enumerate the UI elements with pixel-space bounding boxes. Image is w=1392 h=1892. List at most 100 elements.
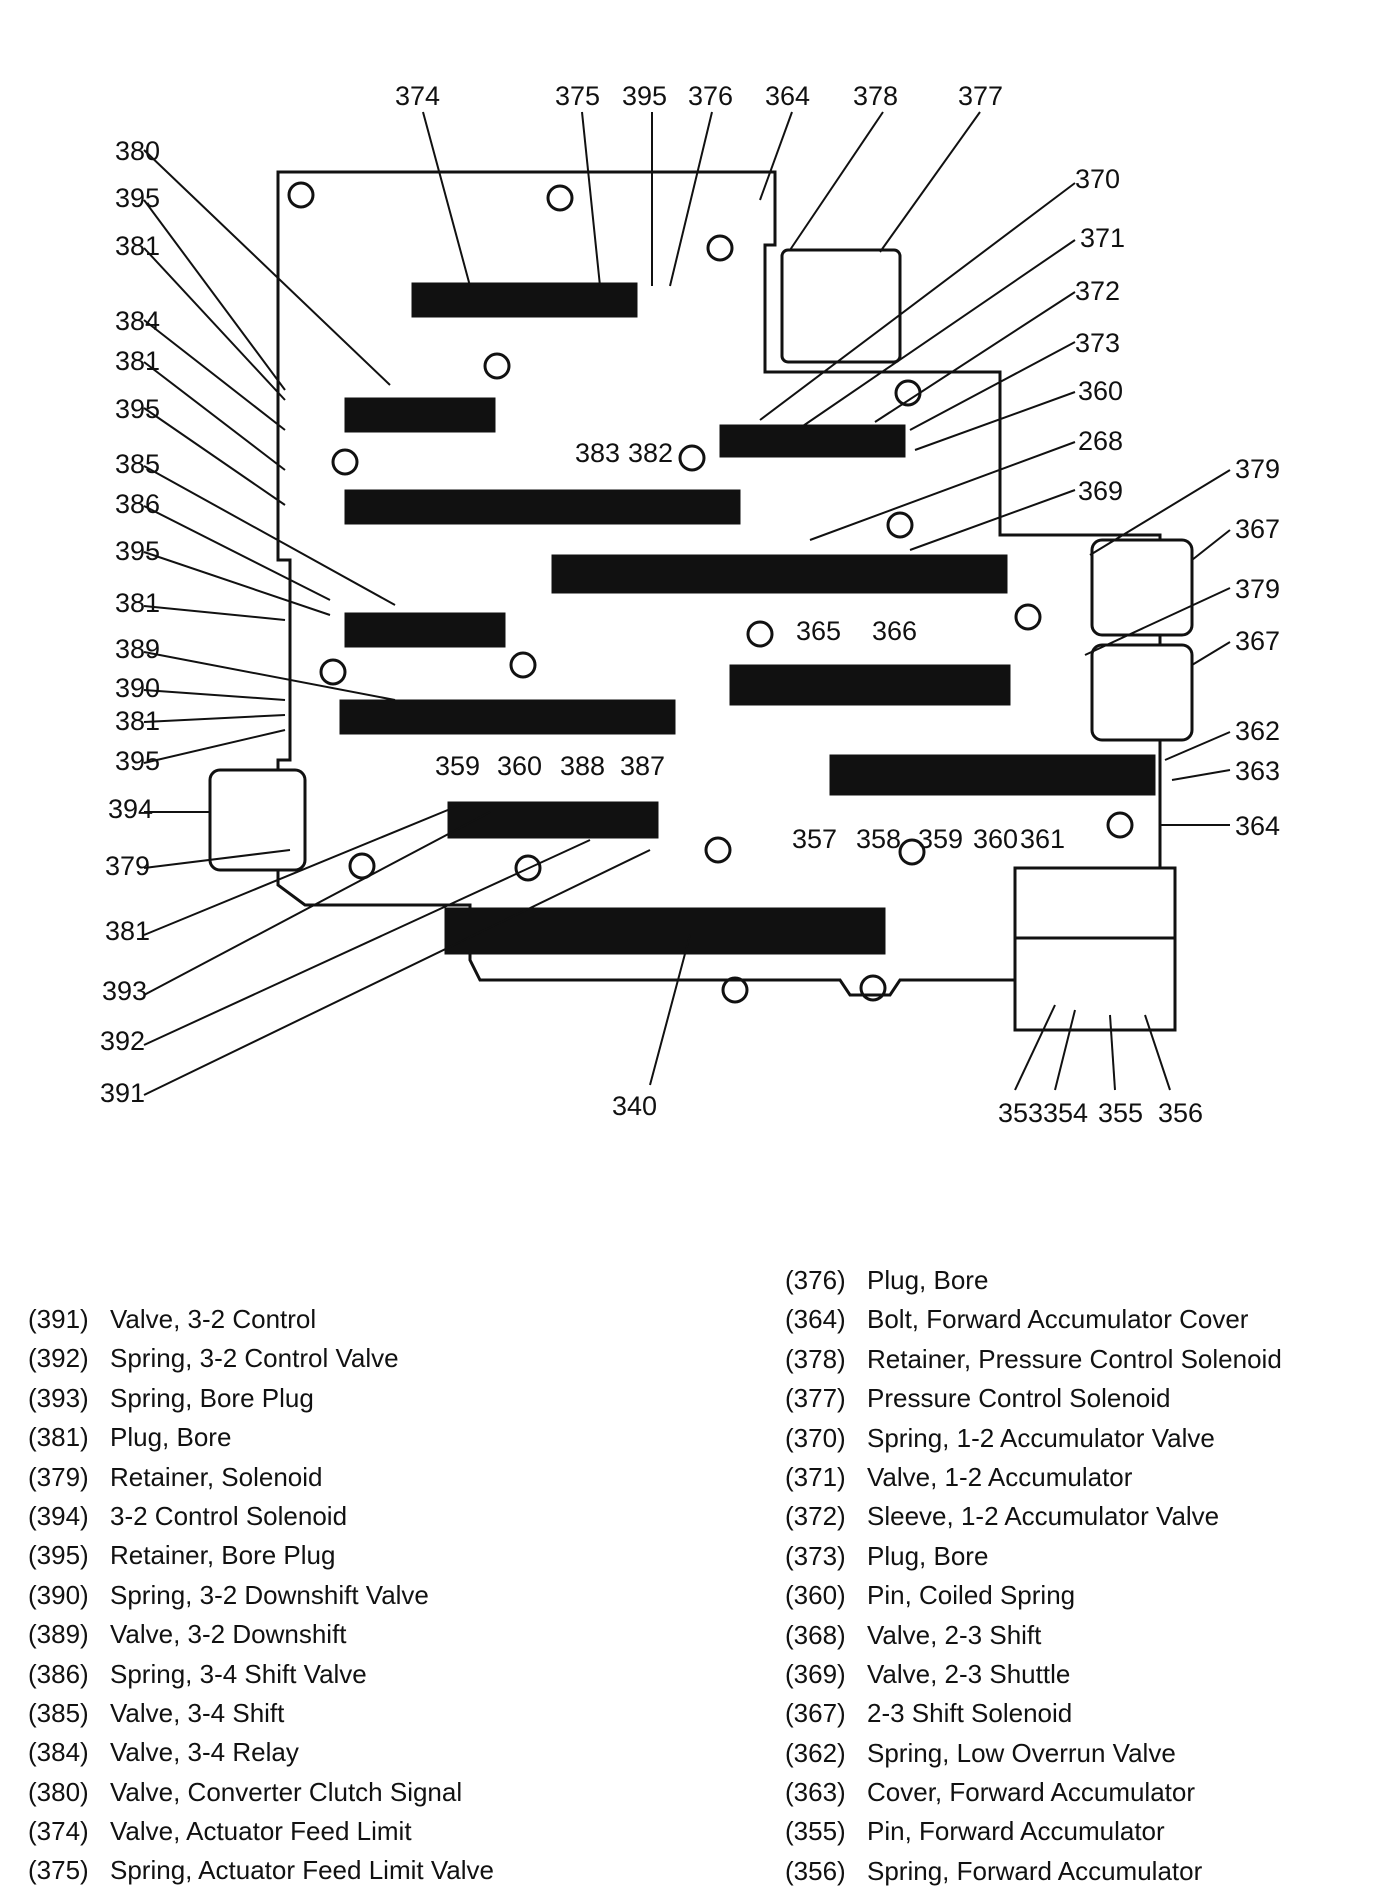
callout-360: 360 [497,751,542,781]
callout-376: 376 [688,81,733,111]
callout-395: 395 [115,183,160,213]
legend-number: (369) [785,1658,846,1689]
legend-description: Bolt, Forward Accumulator Cover [867,1304,1249,1335]
callout-382: 382 [628,438,673,468]
legend-description: Valve, Converter Clutch Signal [110,1776,463,1807]
legend-number: (395) [28,1540,89,1571]
callout-391: 391 [100,1078,145,1108]
callout-380: 380 [115,136,160,166]
legend-item: (384) Valve, 3-4 Relay [28,1733,494,1772]
callout-354: 354 [1043,1098,1088,1128]
legend-number: (370) [785,1422,846,1453]
legend-description: Valve, Actuator Feed Limit [110,1816,412,1847]
legend-item: (362)Spring, Low Overrun Valve [785,1734,1282,1773]
callout-390: 390 [115,673,160,703]
legend-description: Retainer, Bore Plug [110,1540,336,1571]
legend-description: Retainer, Pressure Control Solenoid [867,1343,1282,1374]
legend-description: Plug, Bore [110,1422,232,1453]
callout-395: 395 [115,536,160,566]
callout-379: 379 [1235,454,1280,484]
legend-description: Spring, 3-2 Downshift Valve [110,1579,429,1610]
legend-item: (390)Spring, 3-2 Downshift Valve [28,1576,494,1615]
callout-378: 378 [853,81,898,111]
legend-description: 2-3 Shift Solenoid [867,1698,1073,1729]
legend-description: Valve, 3-2 Control [110,1304,317,1334]
legend-item: (389)Valve, 3-2 Downshift [28,1615,494,1654]
legend-description: Spring, 3-4 Shift Valve [110,1658,367,1689]
legend-number: (364) [785,1304,846,1335]
legend-number: (380) [28,1776,89,1807]
callout-356: 356 [1158,1098,1203,1128]
legend-description: Spring, Low Overrun Valve [867,1737,1176,1768]
callout-388: 388 [560,751,605,781]
callout-340: 340 [612,1091,657,1121]
legend-number: (386) [28,1658,89,1689]
legend-number: (391) [28,1304,89,1334]
callout-360: 360 [973,824,1018,854]
legend-item: (385)Valve, 3-4 Shift [28,1694,494,1733]
callout-393: 393 [102,976,147,1006]
legend-item: (373)Plug, Bore [785,1537,1282,1576]
legend-description: Spring, 3-2 Control Valve [110,1343,399,1374]
legend-description: Valve, 3-4 Relay [110,1737,299,1768]
callout-395: 395 [115,746,160,776]
legend-left: (391) Valve, 3-2 Control (392) Spring, 3-2 … [28,1300,494,1891]
callout-360: 360 [1078,376,1123,406]
callout-367: 367 [1235,514,1280,544]
legend-number: (378) [785,1343,846,1374]
legend-description: Cover, Forward Accumulator [867,1777,1196,1808]
callout-353: 353 [998,1098,1043,1128]
legend-item: (364) Bolt, Forward Accumulator Cover [785,1300,1282,1339]
legend-description: Spring, 1-2 Accumulator Valve [867,1422,1215,1453]
callout-385: 385 [115,449,160,479]
callout-395: 395 [622,81,667,111]
callout-373: 373 [1075,328,1120,358]
callout-362: 362 [1235,716,1280,746]
legend-number: (376) [785,1265,846,1295]
callout-366: 366 [872,616,917,646]
legend-description: Plug, Bore [867,1265,989,1295]
legend-description: Valve, 1-2 Accumulator [867,1461,1133,1492]
callout-394: 394 [108,794,153,824]
legend-item: (371) Valve, 1-2 Accumulator [785,1458,1282,1497]
legend-description: Valve, 3-4 Shift [110,1697,285,1728]
callout-359: 359 [435,751,480,781]
callout-392: 392 [100,1026,145,1056]
callout-383: 383 [575,438,620,468]
legend-description: Sleeve, 1-2 Accumulator Valve [867,1501,1220,1532]
legend-item: (369)Valve, 2-3 Shuttle [785,1655,1282,1694]
legend-item: (374)Valve, Actuator Feed Limit [28,1812,494,1851]
callout-372: 372 [1075,276,1120,306]
legend-number: (368) [785,1619,846,1650]
legend-number: (392) [28,1343,89,1374]
mounting-holes [287,181,1134,1004]
legend-number: (356) [785,1855,846,1886]
callout-386: 386 [115,489,160,519]
legend-item: (372)Sleeve, 1-2 Accumulator Valve [785,1497,1282,1536]
legend-item: (395) Retainer, Bore Plug [28,1536,494,1575]
legend-number: (373) [785,1540,846,1571]
callout-370: 370 [1075,164,1120,194]
legend-number: (393) [28,1382,89,1413]
callout-381: 381 [115,346,160,376]
callout-357: 357 [792,824,837,854]
solenoids [208,248,1194,872]
callout-364: 364 [1235,811,1280,841]
legend-number: (384) [28,1737,89,1768]
legend-description: Pin, Coiled Spring [867,1580,1076,1611]
legend-number: (377) [785,1383,846,1414]
legend-item: (394)3-2 Control Solenoid [28,1497,494,1536]
valve-spools [339,282,1156,955]
legend-description: Pressure Control Solenoid [867,1383,1171,1414]
callout-367: 367 [1235,626,1280,656]
callout-387: 387 [620,751,665,781]
legend-number: (389) [28,1619,89,1650]
legend-number: (375) [28,1855,89,1886]
legend-item: (363)Cover, Forward Accumulator [785,1773,1282,1812]
callout-381: 381 [115,231,160,261]
legend-number: (394) [28,1500,89,1531]
callout-358: 358 [856,824,901,854]
legend-item: (376) Plug, Bore [785,1261,1282,1300]
legend-number: (371) [785,1461,846,1492]
